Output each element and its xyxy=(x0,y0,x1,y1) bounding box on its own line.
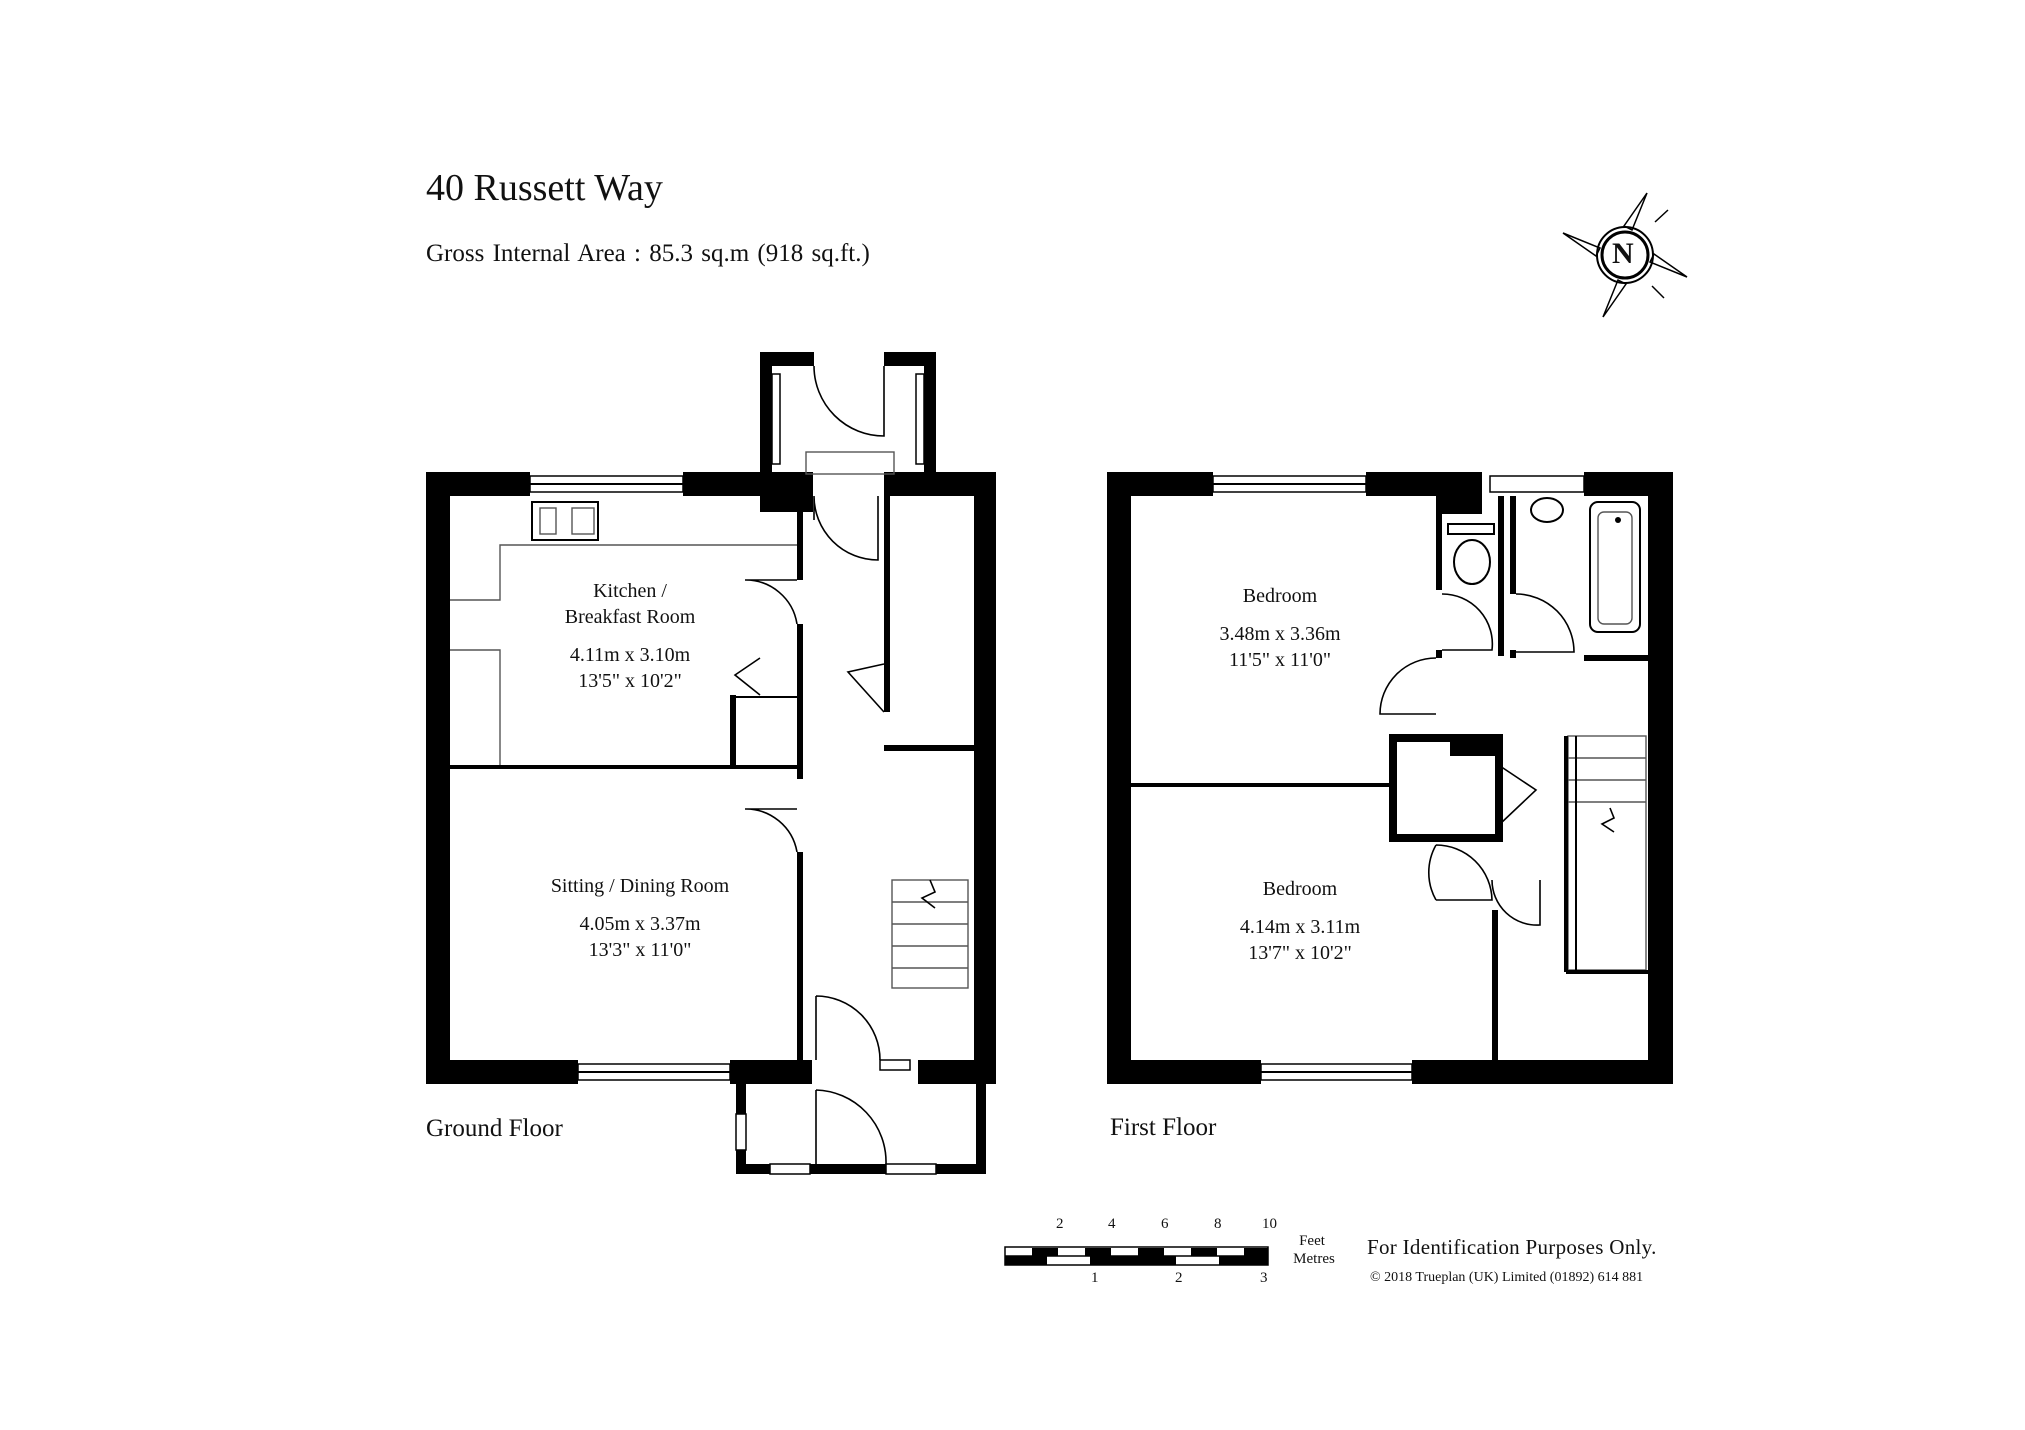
compass-letter: N xyxy=(1612,237,1634,270)
room-metric: 3.48m x 3.36m xyxy=(1219,623,1341,645)
scale-feet-tick: 2 xyxy=(1056,1216,1064,1232)
scale-feet-label: Feet xyxy=(1299,1233,1325,1249)
room-name: Bedroom xyxy=(1242,585,1318,607)
scale-feet-tick: 6 xyxy=(1161,1216,1169,1232)
ground-floor-label: Ground Floor xyxy=(426,1115,563,1142)
copyright-text: © 2018 Trueplan (UK) Limited (01892) 614… xyxy=(1370,1270,1644,1285)
room-imperial: 13'7" x 10'2" xyxy=(1248,942,1352,964)
room-name-2: Breakfast Room xyxy=(564,606,696,628)
scale-metres-label: Metres xyxy=(1293,1251,1335,1267)
property-title: 40 Russett Way xyxy=(426,167,663,209)
identification-notice: For Identification Purposes Only. xyxy=(1367,1235,1657,1259)
room-sitting-dining: Sitting / Dining Room 4.05m x 3.37m 13'3… xyxy=(510,873,770,963)
room-name: Sitting / Dining Room xyxy=(550,875,730,897)
room-imperial: 13'5" x 10'2" xyxy=(578,670,682,692)
scale-metre-tick: 3 xyxy=(1260,1270,1268,1286)
scale-metre-tick: 1 xyxy=(1091,1270,1099,1286)
room-imperial: 11'5" x 11'0" xyxy=(1228,649,1332,671)
scale-bar xyxy=(1004,1246,1269,1266)
room-kitchen: Kitchen / Breakfast Room 4.11m x 3.10m 1… xyxy=(530,578,730,694)
room-metric: 4.11m x 3.10m xyxy=(569,644,691,666)
room-bedroom-2: Bedroom 4.14m x 3.11m 13'7" x 10'2" xyxy=(1200,876,1400,966)
room-metric: 4.14m x 3.11m xyxy=(1239,916,1361,938)
room-name: Kitchen / xyxy=(593,580,667,602)
room-imperial: 13'3" x 11'0" xyxy=(588,939,692,961)
scale-feet-tick: 8 xyxy=(1214,1216,1222,1232)
first-floor-label: First Floor xyxy=(1110,1114,1217,1141)
scale-metre-tick: 2 xyxy=(1175,1270,1183,1286)
first-floor-plan xyxy=(1107,472,1673,1084)
room-name: Bedroom xyxy=(1262,878,1338,900)
room-metric: 4.05m x 3.37m xyxy=(579,913,701,935)
scale-feet-tick: 4 xyxy=(1108,1216,1116,1232)
room-bedroom-1: Bedroom 3.48m x 3.36m 11'5" x 11'0" xyxy=(1180,583,1380,673)
scale-feet-tick: 10 xyxy=(1262,1216,1277,1232)
gross-internal-area: Gross Internal Area : 85.3 sq.m (918 sq.… xyxy=(426,240,870,267)
ground-floor-plan xyxy=(426,352,996,1175)
north-compass-icon xyxy=(1562,192,1688,318)
